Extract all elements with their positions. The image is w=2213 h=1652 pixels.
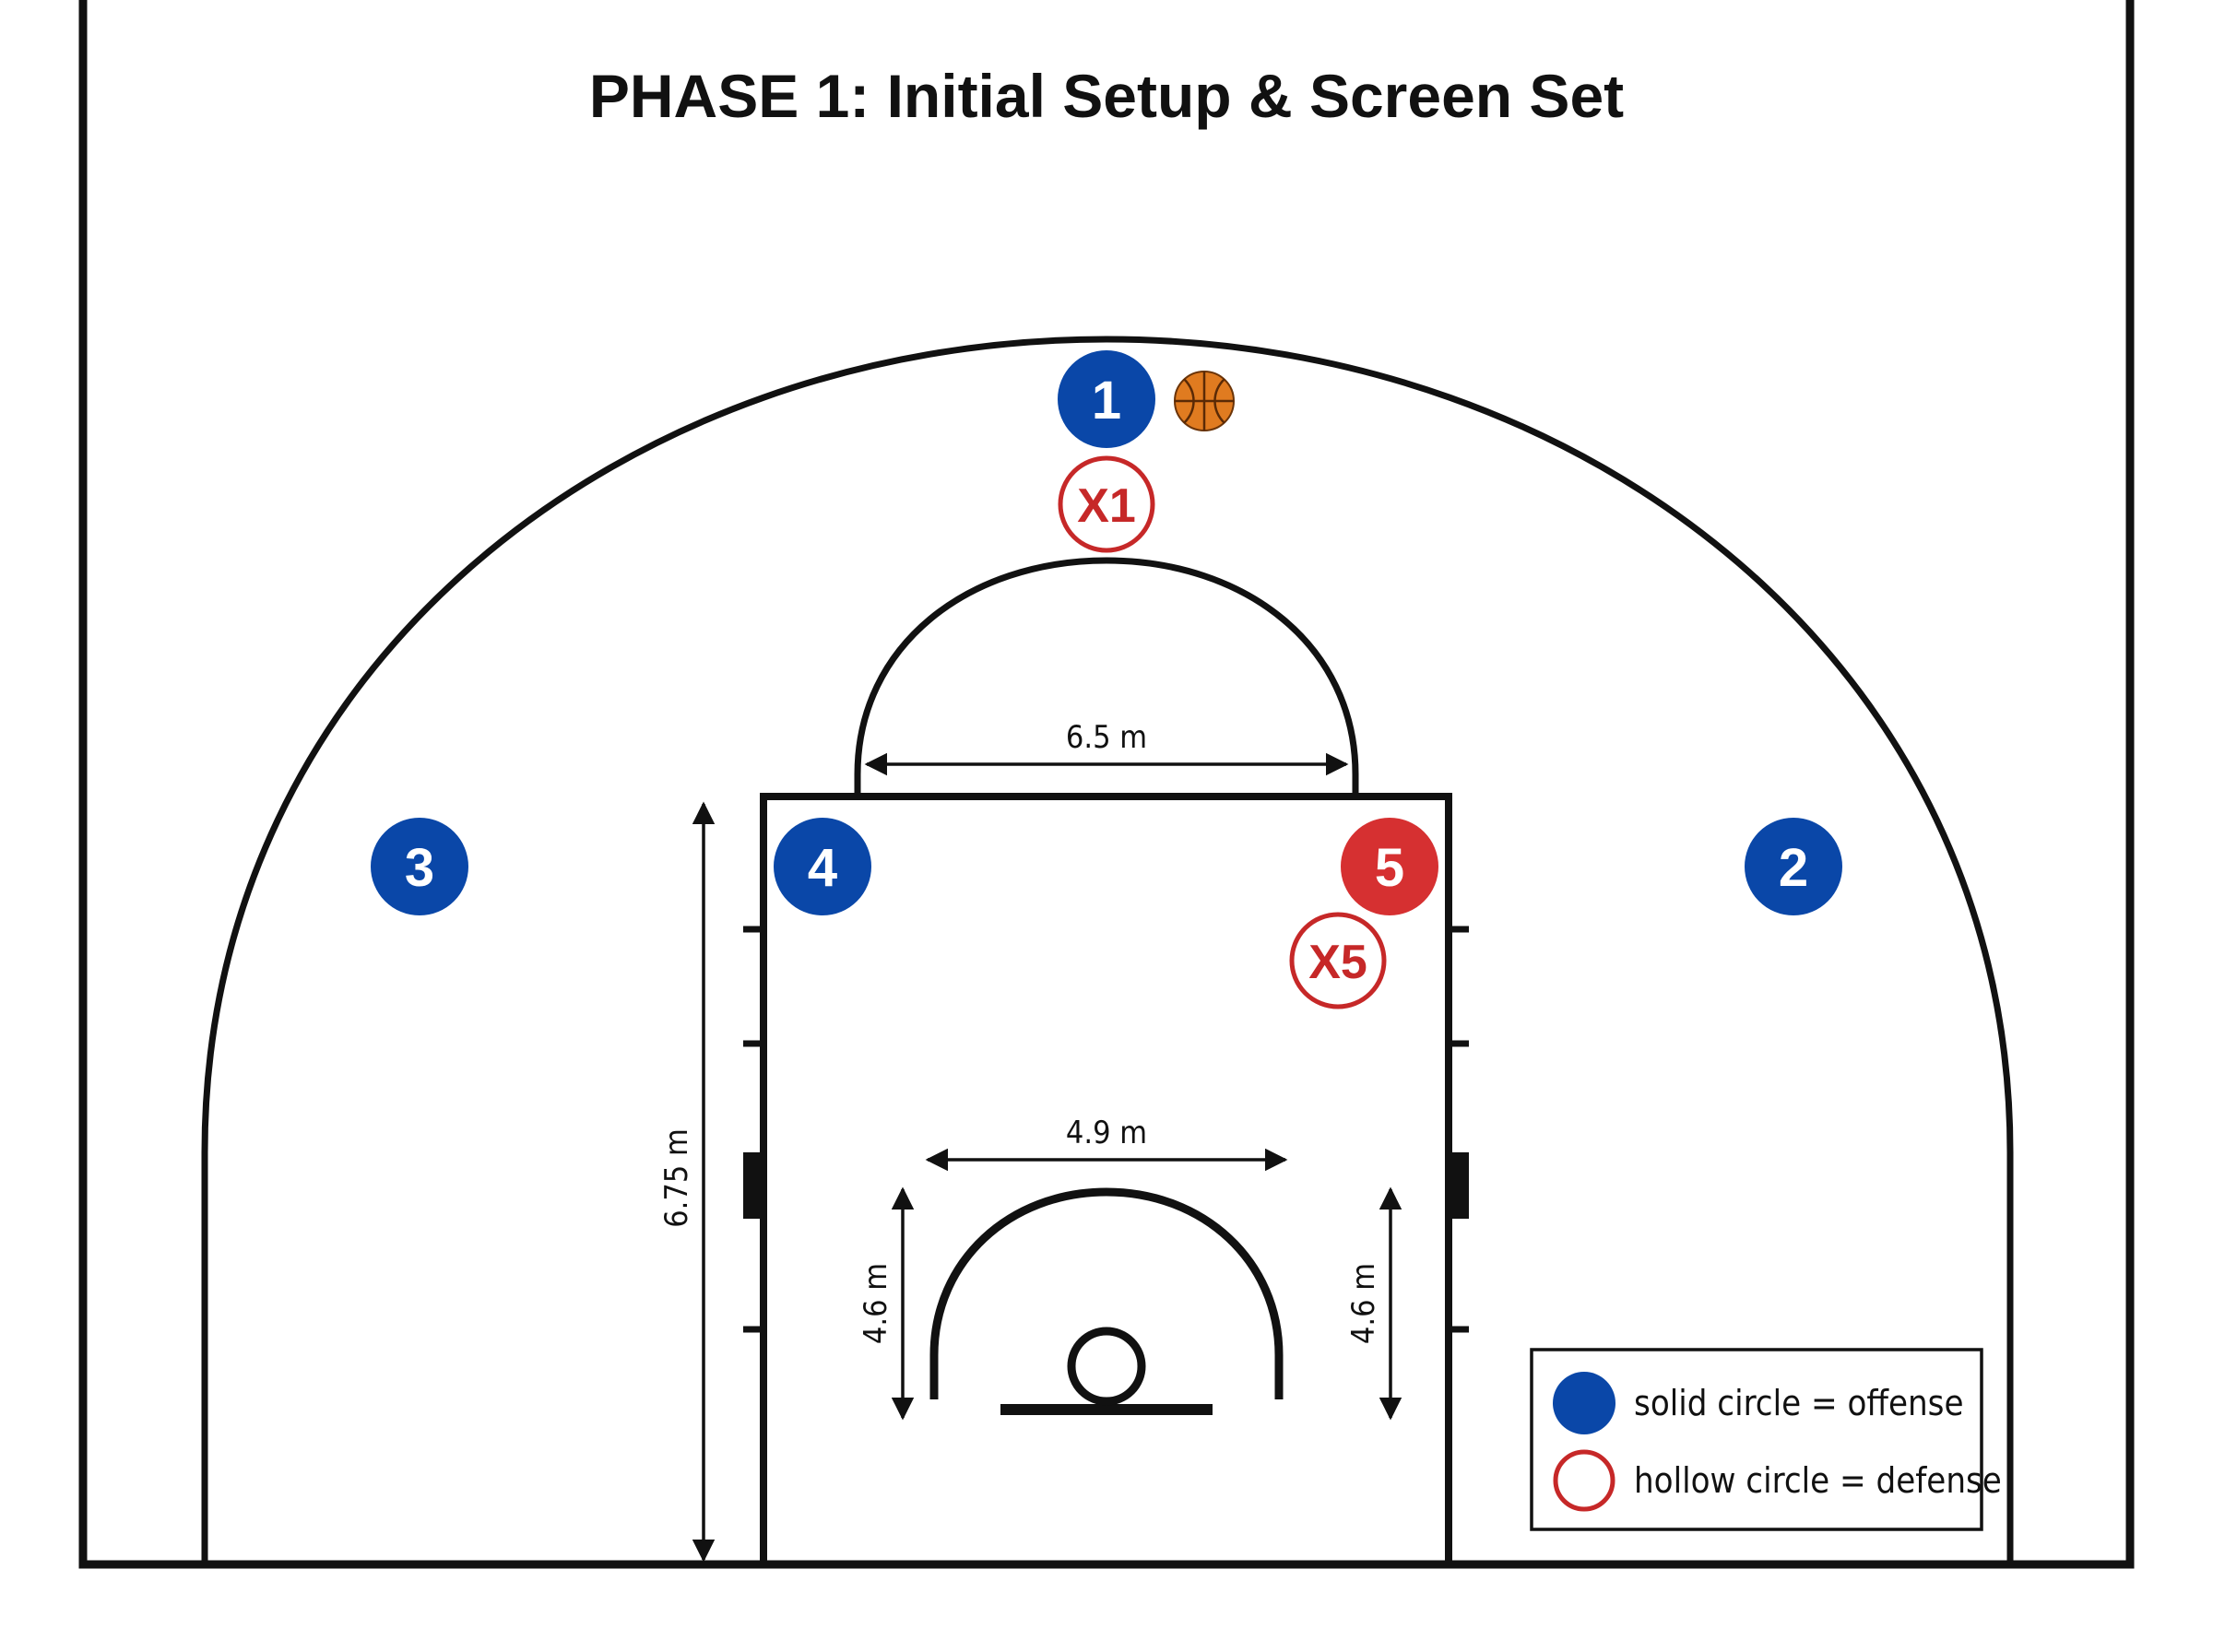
key-area — [760, 793, 1452, 1568]
offense-player-4: 4 — [774, 818, 871, 915]
offense-player-1: 1 — [1058, 350, 1155, 448]
offense-player-2: 2 — [1745, 818, 1842, 915]
player-5-label: 5 — [1375, 838, 1404, 898]
free-throw-arc — [854, 557, 1359, 796]
three-point-line — [201, 336, 2014, 1564]
legend-defense-swatch — [1553, 1449, 1615, 1512]
legend: solid circle = offense hollow circle = d… — [1530, 1348, 2002, 1531]
legend-offense-swatch — [1553, 1372, 1615, 1434]
right-height-label: 4.6 m — [1345, 1263, 1382, 1344]
defender-x1-label: X1 — [1077, 479, 1136, 533]
player-3-label: 3 — [405, 838, 434, 898]
defense-player-x5: X5 — [1289, 912, 1387, 1009]
key-width-label: 6.5 m — [1066, 719, 1147, 756]
player-1-label: 1 — [1092, 371, 1121, 431]
offense-player-3: 3 — [371, 818, 468, 915]
player-4-label: 4 — [808, 838, 837, 898]
legend-offense-label: solid circle = offense — [1634, 1383, 1964, 1423]
legend-defense-label: hollow circle = defense — [1634, 1460, 2002, 1501]
offense-player-5-screener: 5 — [1341, 818, 1438, 915]
restricted-width-label: 4.9 m — [1066, 1115, 1147, 1151]
left-height-label: 4.6 m — [858, 1263, 894, 1344]
defense-player-x1: X1 — [1058, 455, 1155, 553]
key-length-label: 6.75 m — [658, 1128, 695, 1228]
lane-hash-marks — [743, 926, 1469, 1333]
restricted-area-arc — [929, 1187, 1284, 1399]
player-2-label: 2 — [1779, 838, 1808, 898]
defender-x5-label: X5 — [1308, 936, 1367, 989]
hoop — [1067, 1327, 1146, 1406]
page-title: PHASE 1: Initial Setup & Screen Set — [589, 62, 1624, 130]
basketball-icon — [1174, 371, 1235, 431]
backboard — [1000, 1404, 1213, 1415]
lane-blocks — [743, 1152, 1469, 1219]
